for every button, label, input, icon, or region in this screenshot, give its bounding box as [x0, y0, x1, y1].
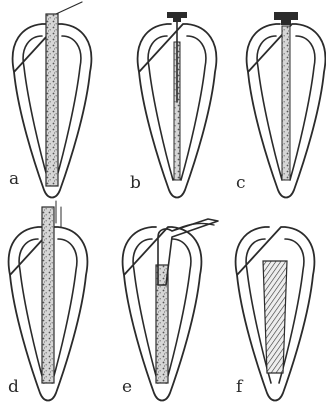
panel-e-label: e [122, 377, 132, 397]
panel-b-label: b [130, 173, 141, 193]
panel-f-label: f [236, 377, 244, 397]
panel-a-label: a [9, 169, 19, 189]
panel-c-label: c [236, 173, 246, 193]
panel-c: c [236, 12, 325, 198]
panel-e: e [122, 219, 218, 401]
panel-b: b [130, 12, 216, 198]
panel-d: d [8, 201, 87, 401]
panel-a: a [9, 2, 91, 198]
panel-d-label: d [8, 377, 19, 397]
panel-f: f [236, 227, 315, 401]
